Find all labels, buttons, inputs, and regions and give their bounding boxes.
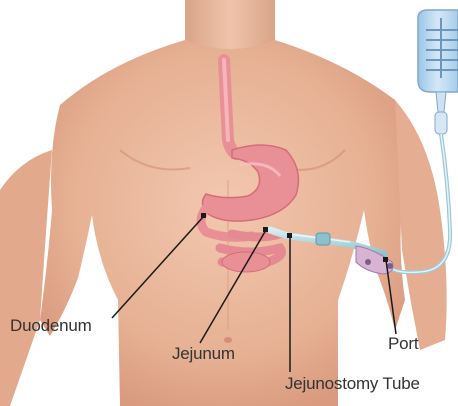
label-port: Port [388,334,418,354]
feeding-bag [418,10,458,134]
label-jejunostomy-tube: Jejunostomy Tube [285,374,420,394]
label-duodenum: Duodenum [10,316,92,336]
label-jejunum: Jejunum [172,344,235,364]
